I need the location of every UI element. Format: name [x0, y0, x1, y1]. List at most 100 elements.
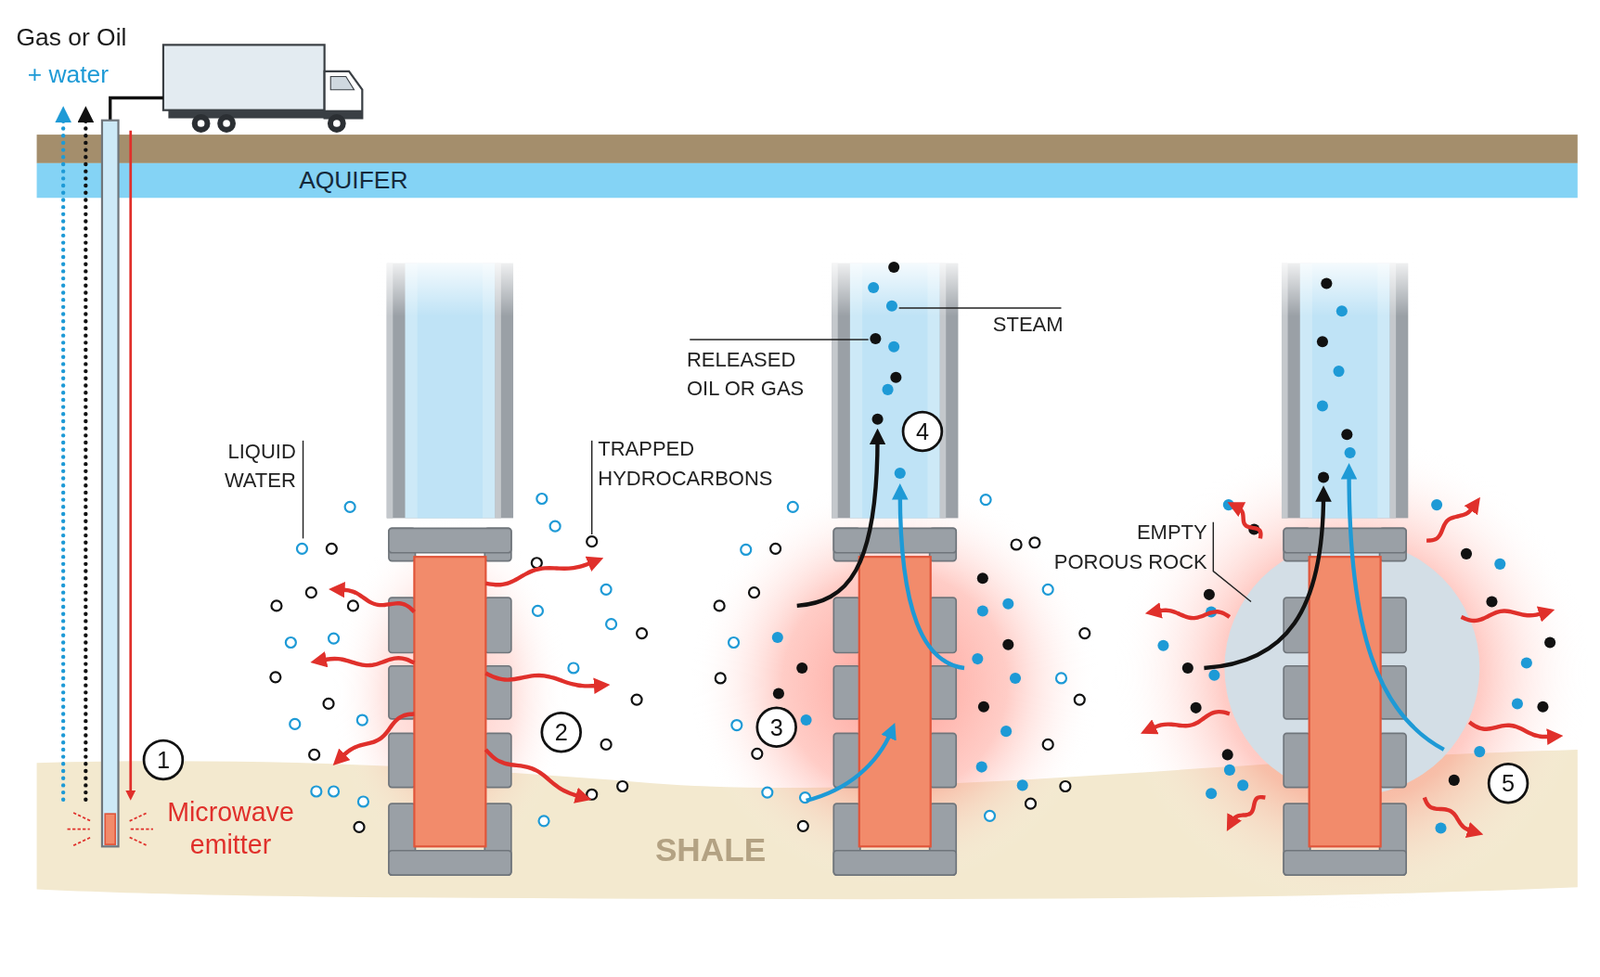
- molecule-filled: [1223, 499, 1235, 511]
- molecule-hollow: [328, 633, 339, 645]
- molecule-hollow: [357, 715, 368, 726]
- molecule-hollow: [606, 619, 617, 630]
- part-label: LIQUID WATER: [204, 436, 297, 496]
- heat-wave-arrow: [1469, 722, 1555, 737]
- flow-arrow: [806, 730, 892, 801]
- molecule-hollow: [306, 587, 317, 598]
- casing-band: [1283, 851, 1407, 876]
- heat-waves: [318, 503, 1556, 833]
- molecule-hollow: [1079, 628, 1090, 639]
- molecule-hollow: [539, 815, 550, 826]
- molecule-filled: [1473, 746, 1485, 758]
- heat-wave-arrow: [1234, 505, 1261, 539]
- casing-ring: [388, 597, 416, 653]
- molecule-filled: [1344, 447, 1356, 459]
- molecule-hollow: [984, 811, 995, 822]
- heat-wave-arrow: [485, 561, 596, 586]
- microwave-emitter: [104, 813, 116, 845]
- molecule-filled: [978, 701, 990, 713]
- casing-ring: [1380, 733, 1407, 788]
- molecule-filled: [1316, 335, 1329, 348]
- heat-wave-arrow: [1424, 798, 1476, 833]
- molecule-hollow: [787, 502, 799, 513]
- molecule-hollow: [567, 662, 579, 673]
- molecule-hollow: [358, 796, 369, 807]
- molecule-hollow: [728, 637, 739, 648]
- emitter-label: Microwave emitter: [154, 795, 308, 861]
- molecule-filled: [1205, 787, 1217, 800]
- casing-ring: [1380, 666, 1407, 720]
- molecule-hollow: [980, 494, 992, 505]
- molecule-hollow: [740, 544, 751, 555]
- molecule-hollow: [586, 789, 597, 800]
- callout-number: 4: [903, 412, 942, 452]
- casing-ring: [1380, 597, 1407, 653]
- heat-wave-arrow: [338, 713, 414, 760]
- molecule-hollow: [1029, 537, 1040, 548]
- molecule-filled: [1208, 670, 1220, 682]
- heated-well: [376, 253, 524, 877]
- molecule-filled: [888, 341, 900, 353]
- molecule-hollow: [296, 543, 308, 555]
- molecule-filled: [1332, 365, 1344, 377]
- molecule-hollow: [632, 695, 643, 706]
- molecule-filled: [1431, 499, 1443, 511]
- molecule-hollow: [1043, 739, 1054, 750]
- molecule-hollow: [1059, 781, 1071, 792]
- molecule-hollow: [550, 521, 561, 532]
- molecule-filled: [1002, 598, 1014, 610]
- molecule-hollow: [731, 720, 742, 731]
- well-pipe: [102, 120, 119, 848]
- heat-glow: [690, 479, 1099, 889]
- liquid-dots: [270, 536, 1090, 833]
- heated-well: [821, 253, 968, 877]
- casing-ring: [1283, 666, 1311, 720]
- casing-ring: [1283, 733, 1311, 788]
- molecule-filled: [1224, 764, 1236, 776]
- molecule-filled: [976, 761, 988, 774]
- casing-band: [1283, 528, 1407, 553]
- emission-dash: [73, 812, 91, 822]
- molecule-filled: [977, 572, 989, 584]
- leader-line: [302, 440, 304, 540]
- emission-dash: [130, 828, 154, 831]
- callout-circle: [143, 740, 183, 780]
- molecule-hollow: [328, 786, 339, 797]
- molecule-hollow: [1056, 672, 1067, 684]
- molecule-hollow: [270, 671, 281, 683]
- pipe-fade: [376, 253, 524, 317]
- heat-wave-arrow: [1460, 611, 1547, 621]
- casing-band: [388, 528, 512, 553]
- molecule-hollow: [1074, 695, 1085, 706]
- emission-dashes: [67, 812, 154, 846]
- molecule-filled: [1460, 548, 1472, 560]
- leader-line: [689, 338, 868, 340]
- molecule-filled: [1341, 428, 1353, 440]
- aquifer-layer: AQUIFER: [37, 163, 1578, 198]
- molecule-hollow: [770, 543, 781, 555]
- callout-circle: [1488, 763, 1528, 803]
- truck-hub: [197, 119, 206, 128]
- casing-band: [388, 851, 512, 876]
- power-line: [129, 130, 132, 797]
- molecule-filled: [890, 372, 902, 384]
- heat-wave-arrow: [1152, 610, 1229, 619]
- molecule-hollow: [761, 787, 773, 799]
- aquifer-band: [37, 163, 1578, 198]
- molecule-hollow: [345, 502, 356, 513]
- molecule-hollow: [586, 536, 597, 547]
- casing-ring: [833, 597, 861, 653]
- leader-lines: [303, 308, 1252, 603]
- callout-number: 1: [143, 740, 183, 780]
- heat-wave-arrow: [336, 589, 415, 612]
- molecule-hollow: [310, 786, 322, 797]
- molecule-filled: [796, 662, 808, 674]
- molecule-filled: [1203, 589, 1215, 601]
- molecule-filled: [1157, 640, 1169, 652]
- pipe-fade: [821, 253, 968, 317]
- callout-number: 3: [757, 708, 797, 748]
- heating-rod: [859, 556, 931, 847]
- molecule-hollow: [289, 719, 300, 730]
- released-dots: [772, 282, 1533, 835]
